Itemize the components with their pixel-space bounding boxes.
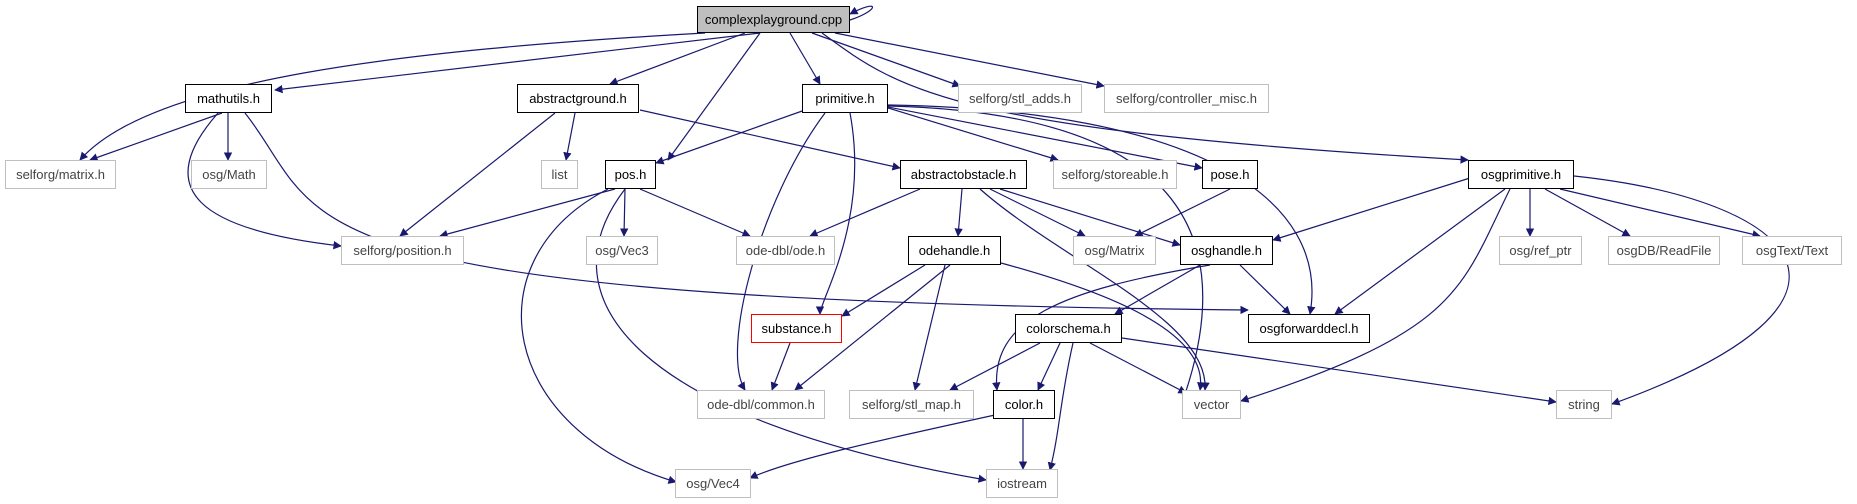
dependency-edge [949,342,1041,391]
node-abstractground-h[interactable]: abstractground.h [517,84,639,113]
node-ode-dbl-common-h[interactable]: ode-dbl/common.h [697,390,825,419]
node-primitive-h[interactable]: primitive.h [802,84,888,113]
node-odehandle-h[interactable]: odehandle.h [908,236,1001,265]
dependency-edge [563,112,576,161]
dependency-edge [399,112,556,237]
dependency-edge [1573,175,1790,406]
dependency-edge [841,264,926,317]
node-colorschema-h[interactable]: colorschema.h [1015,314,1122,343]
node-pose-h[interactable]: pose.h [1202,160,1258,189]
dependency-edge [1240,188,1511,403]
dependency-edge [887,107,1059,162]
node-selforg-controller-misc-h[interactable]: selforg/controller_misc.h [1104,84,1269,113]
node-complexplayground-cpp[interactable]: complexplayground.cpp [697,6,850,33]
dependency-edge [1121,337,1557,406]
node-list[interactable]: list [541,160,578,189]
dependency-edge [1334,188,1506,315]
node-color-h[interactable]: color.h [993,390,1055,419]
dependency-edge [1239,264,1291,315]
node-osg-vec4[interactable]: osg/Vec4 [675,469,751,498]
node-selforg-storeable-h[interactable]: selforg/storeable.h [1053,160,1177,189]
dependency-edge [749,414,996,479]
dependency-edge [809,188,921,237]
node-osgforwarddecl-h[interactable]: osgforwarddecl.h [1248,314,1370,343]
node-mathutils-h[interactable]: mathutils.h [185,84,272,113]
dependency-edge [815,112,856,315]
dependency-edge [979,188,1210,391]
node-osgprimitive-h[interactable]: osgprimitive.h [1468,160,1574,189]
node-osg-ref-ptr[interactable]: osg/ref_ptr [1499,236,1582,265]
dependency-edge [912,264,946,391]
dependency-edge [999,188,1181,247]
dependency-edge [1000,262,1206,391]
dependency-edge [1134,188,1231,237]
node-iostream[interactable]: iostream [986,469,1058,498]
dependency-edge [770,342,791,391]
dependency-edge [811,32,961,88]
dependency-edge [667,32,761,161]
node-selforg-position-h[interactable]: selforg/position.h [341,236,464,265]
dependency-edge [887,104,1316,315]
dependency-edge [1272,177,1471,242]
dependency-edge [187,112,342,250]
dependency-edge [79,32,706,161]
dependency-edge [789,32,821,85]
node-osgtext-text[interactable]: osgText/Text [1742,236,1842,265]
dependency-edge [89,112,223,162]
dependency-edge [849,5,873,21]
dependency-edge [989,188,1086,237]
dependency-edge [1047,342,1074,471]
node-selforg-stl-adds-h[interactable]: selforg/stl_adds.h [958,84,1082,113]
dependency-edge [274,32,761,94]
dependency-edge [1089,342,1187,394]
dependency-edge [655,109,806,165]
dependency-edge [794,264,951,391]
dependency-edge [1037,342,1061,391]
node-osg-vec3[interactable]: osg/Vec3 [586,236,658,265]
dependency-edge [736,112,826,391]
node-ode-dbl-ode-h[interactable]: ode-dbl/ode.h [736,236,835,265]
dependency-edge [439,188,616,239]
node-osg-matrix[interactable]: osg/Matrix [1073,236,1156,265]
dependency-edge [1544,188,1631,237]
node-selforg-matrix-h[interactable]: selforg/matrix.h [5,160,116,189]
dependency-edge [609,32,746,86]
dependency-edge [639,109,901,171]
dependency-edge [1114,264,1201,315]
node-substance-h[interactable]: substance.h [751,314,842,343]
node-vector[interactable]: vector [1182,390,1241,419]
node-selforg-stl-map-h[interactable]: selforg/stl_map.h [849,390,974,419]
dependency-edge [639,188,751,237]
dependency-edge [244,112,1249,315]
dependency-edge [887,106,1203,171]
dependency-edge [1559,188,1761,239]
dependency-edge [954,188,963,237]
node-pos-h[interactable]: pos.h [605,160,656,189]
node-abstractobstacle-h[interactable]: abstractobstacle.h [900,160,1027,189]
node-osgdb-readfile[interactable]: osgDB/ReadFile [1608,236,1720,265]
dependency-edge [619,188,629,237]
node-osg-math[interactable]: osg/Math [191,160,267,189]
dependency-edge [834,32,1105,89]
dependency-edge [520,188,677,484]
node-osghandle-h[interactable]: osghandle.h [1180,236,1273,265]
node-string[interactable]: string [1556,390,1612,419]
